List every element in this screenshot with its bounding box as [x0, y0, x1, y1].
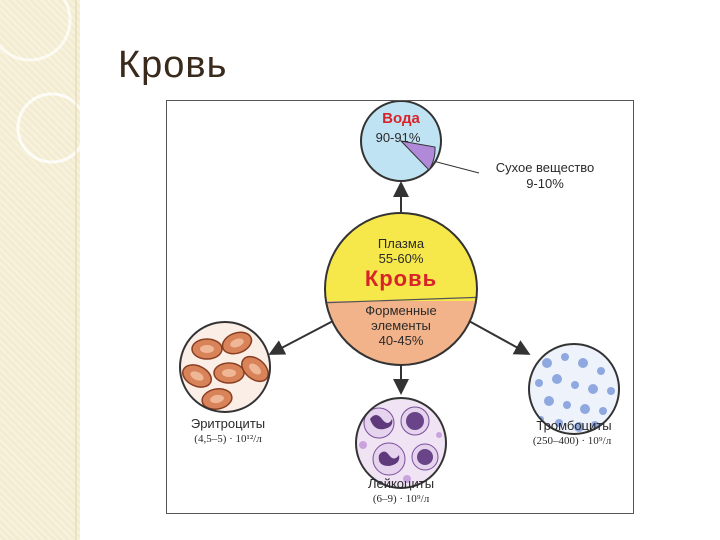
water-label: Вода	[382, 110, 420, 127]
thrombocytes-formula: (250–400) · 10⁹/л	[532, 435, 612, 447]
leukocytes-formula: (6–9) · 10⁹/л	[372, 493, 430, 505]
formed-elements-label-2: элементы	[371, 318, 431, 333]
water-percent: 90-91%	[375, 130, 421, 145]
blood-composition-diagram: Вода 90-91% Сухое вещество 9-10% Плазма …	[166, 100, 634, 514]
dry-matter-label: Сухое вещество	[495, 160, 595, 175]
dry-matter-pointer	[432, 160, 480, 174]
arrow-to-thrombocytes	[468, 320, 531, 355]
leukocytes-circle	[355, 397, 447, 489]
diagram-graphics	[179, 101, 620, 489]
thrombocytes-circle	[528, 343, 620, 435]
plasma-label: Плазма	[377, 236, 425, 251]
leukocytes-label: Лейкоциты	[367, 476, 435, 491]
decorative-side-strip	[0, 0, 80, 540]
erythrocytes-formula: (4,5–5) · 10¹²/л	[194, 433, 262, 445]
erythrocytes-cells	[180, 322, 270, 412]
blood-title: Кровь	[364, 266, 438, 291]
erythrocytes-circle	[179, 321, 271, 413]
leukocytes-cells	[356, 398, 446, 488]
decorative-rings	[0, 0, 80, 540]
erythrocytes-label: Эритроциты	[190, 416, 266, 431]
arrow-to-erythrocytes	[268, 320, 334, 355]
dry-matter-percent: 9-10%	[526, 176, 564, 191]
center-circle	[324, 212, 478, 366]
formed-elements-percent: 40-45%	[378, 333, 424, 348]
dry-matter-slice	[399, 140, 436, 171]
thrombocytes-label: Тромбоциты	[536, 418, 612, 433]
formed-elements-label-1: Форменные	[365, 303, 437, 318]
thrombocytes-cells	[529, 344, 619, 434]
plasma-percent: 55-60%	[378, 251, 424, 266]
page-title: Кровь	[118, 44, 228, 86]
